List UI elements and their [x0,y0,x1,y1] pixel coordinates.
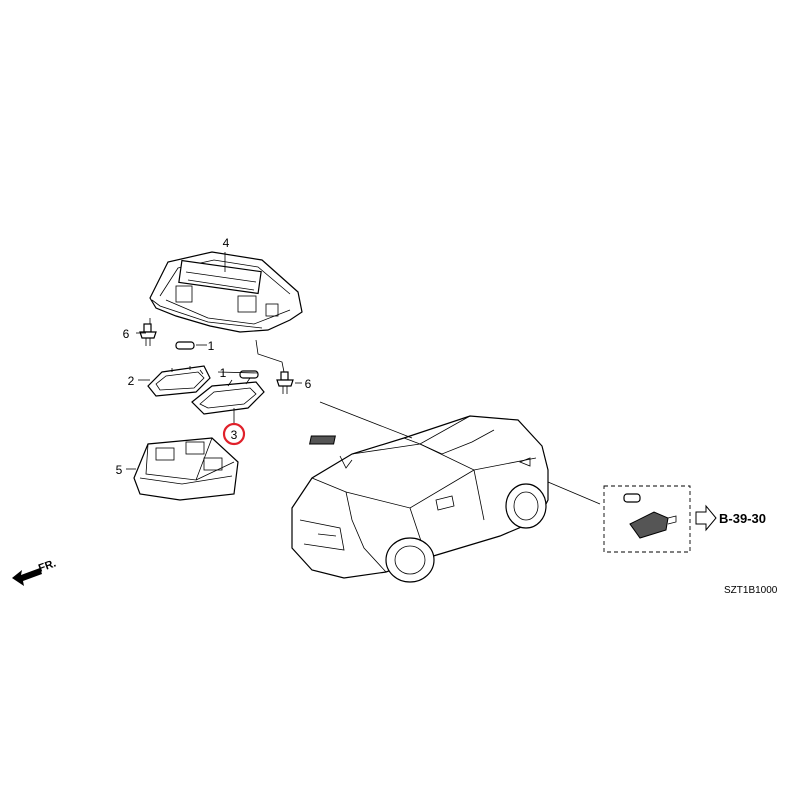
part-1-bulb-a [175,341,195,350]
part-2-lens [147,365,211,397]
callout-2: 2 [128,374,135,388]
part-5-base-housing [133,437,239,501]
front-direction-arrow: FR. [12,557,58,586]
part-6-screw-a [139,323,157,346]
callout-6b: 6 [305,377,312,391]
part-4-console-housing [149,251,303,333]
inset-switch-box [603,485,691,553]
diagram-code: SZT1B1000 [724,585,778,596]
callout-1a: 1 [208,339,215,353]
callout-1b: 1 [220,366,227,380]
callout-6a: 6 [123,327,130,341]
callout-3: 3 [231,428,238,442]
part-3-lens [191,377,265,415]
callout-3-highlighted[interactable]: 3 [222,422,246,446]
callout-5: 5 [116,463,123,477]
reference-label: B-39-30 [719,511,766,526]
front-label: FR. [37,557,58,574]
reference-arrow[interactable]: B-39-30 [695,504,766,532]
part-6-screw-b [276,371,294,394]
vehicle-illustration [291,415,549,583]
leader-to-vehicle [319,401,413,439]
leader-lines [126,252,302,470]
leader-to-inset [547,481,601,505]
part-1-bulb-b [239,370,259,379]
callout-4: 4 [223,236,230,250]
